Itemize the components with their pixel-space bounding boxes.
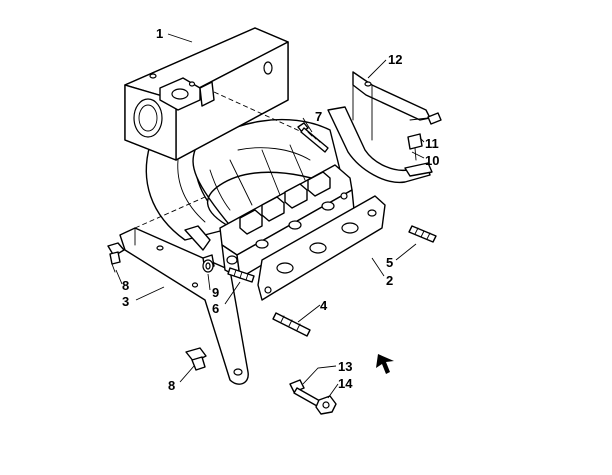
callout-9: 9 [212, 285, 219, 300]
callout-14: 14 [338, 376, 353, 391]
callout-5: 5 [386, 255, 393, 270]
callout-1: 1 [156, 26, 163, 41]
callout-7: 7 [315, 109, 322, 124]
bracket-clip-part-10 [404, 162, 433, 177]
washer-part-9 [202, 259, 214, 273]
front-arrow-icon [376, 354, 394, 374]
stud-bolt-part-7 [297, 122, 329, 153]
bolt-part-8-lower [185, 347, 207, 371]
callout-10: 10 [425, 153, 439, 168]
screw-part-13 [289, 379, 321, 407]
leader-lines [115, 33, 425, 399]
callout-3: 3 [122, 294, 129, 309]
stud-part-5 [408, 225, 437, 243]
callout-11: 11 [425, 136, 439, 151]
callout-8-lower: 8 [168, 378, 175, 393]
callout-12: 12 [388, 52, 402, 67]
bolt-part-8-upper [107, 242, 125, 273]
alignment-line-3 [134, 196, 206, 229]
alignment-line-1 [213, 91, 303, 133]
nut-part-14 [315, 395, 337, 415]
callout-8-upper: 8 [122, 278, 129, 293]
stud-part-4 [272, 312, 311, 337]
callout-13: 13 [338, 359, 352, 374]
support-bracket-part-3 [119, 227, 249, 385]
muffler-part-1 [124, 27, 289, 161]
callout-4: 4 [320, 298, 328, 313]
callout-6: 6 [212, 301, 219, 316]
stud-part-6 [227, 267, 255, 283]
callout-2: 2 [386, 273, 393, 288]
gasket-part-2 [257, 195, 386, 301]
